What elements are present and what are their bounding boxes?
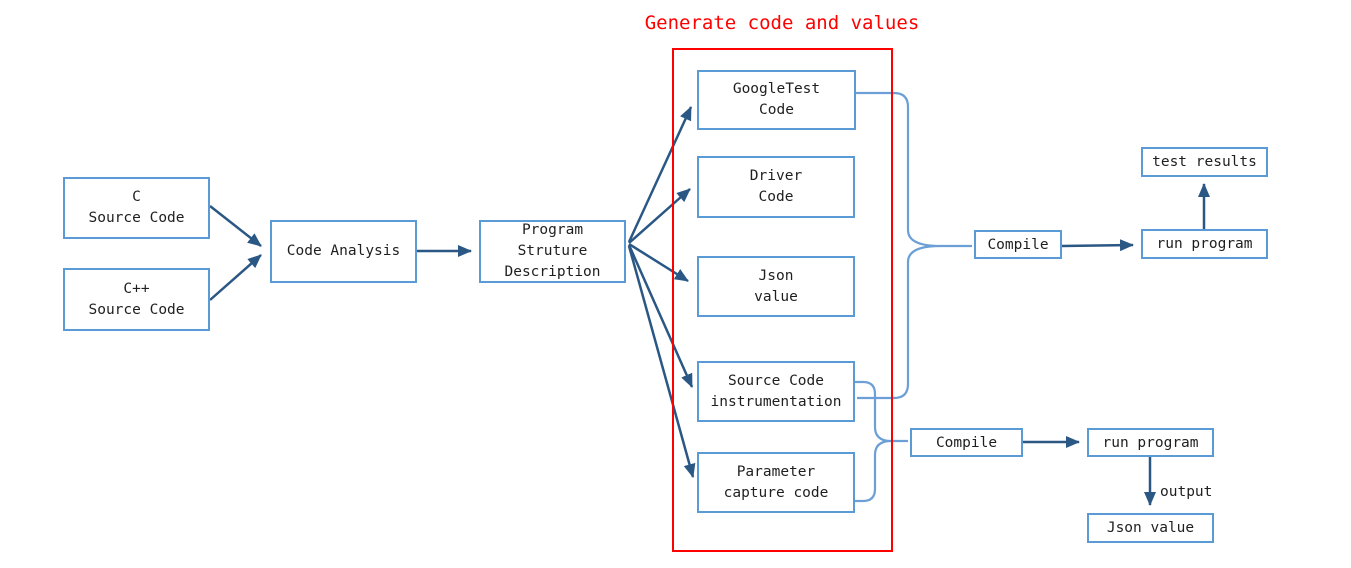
node-program-structure-description: Program Struture Description — [479, 220, 626, 283]
node-googletest-code: GoogleTest Code — [697, 70, 856, 130]
node-driver-code: Driver Code — [697, 156, 855, 218]
arrow-to-parameter-capture — [627, 245, 696, 478]
node-compile-top-label: Compile — [987, 236, 1049, 253]
node-compile-bottom: Compile — [910, 428, 1023, 457]
node-json-value-output: Json value — [1087, 513, 1214, 543]
node-parameter-capture-code-label: Parameter capture code — [723, 463, 829, 501]
node-json-value-label: Json value — [754, 267, 798, 305]
node-c-source-code: C Source Code — [63, 177, 210, 239]
node-cpp-source-code-label: C++ Source Code — [88, 280, 185, 318]
node-json-value: Json value — [697, 256, 855, 317]
node-program-structure-description-label: Program Struture Description — [504, 222, 601, 280]
node-compile-top: Compile — [974, 230, 1062, 259]
arrow-to-source-instrumentation — [627, 244, 694, 388]
node-run-program-bottom-label: run program — [1102, 434, 1199, 451]
node-source-code-instrumentation: Source Code instrumentation — [697, 361, 855, 422]
arrow-to-json-value — [628, 242, 689, 283]
node-test-results: test results — [1141, 147, 1268, 177]
node-googletest-code-label: GoogleTest Code — [732, 81, 821, 118]
node-run-program-bottom: run program — [1087, 428, 1214, 457]
node-compile-bottom-label: Compile — [935, 434, 998, 451]
generate-group-border — [672, 48, 893, 552]
node-run-program-top-label: run program — [1156, 236, 1253, 252]
node-code-analysis-label: Code Analysis — [286, 243, 401, 259]
node-source-code-instrumentation-label: Source Code instrumentation — [710, 372, 842, 410]
node-code-analysis: Code Analysis — [270, 220, 417, 283]
node-cpp-source-code: C++ Source Code — [63, 268, 210, 331]
arrow-to-googletest-code — [627, 106, 693, 243]
generate-group-title: Generate code and values — [644, 12, 920, 34]
node-run-program-top: run program — [1141, 229, 1268, 259]
node-c-source-code-label: C Source Code — [88, 189, 185, 226]
output-label: output — [1160, 484, 1213, 500]
node-json-value-output-label: Json value — [1106, 520, 1195, 536]
arrow-compile-to-run-program-top — [1061, 239, 1134, 252]
node-driver-code-label: Driver Code — [749, 168, 803, 205]
arrow-to-driver-code — [628, 188, 691, 244]
arrow-cpp-source-to-code-analysis — [209, 254, 262, 301]
node-test-results-label: test results — [1152, 154, 1257, 170]
arrow-c-source-to-code-analysis — [209, 205, 262, 247]
node-parameter-capture-code: Parameter capture code — [697, 452, 855, 513]
